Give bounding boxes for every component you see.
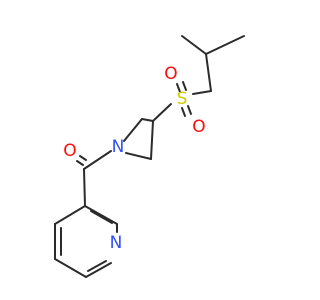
bond bbox=[79, 155, 87, 161]
bond bbox=[123, 118, 143, 142]
atom-label-oxygen-sulfonyl-top: O bbox=[164, 64, 177, 84]
bond bbox=[84, 205, 118, 225]
atom-label-nitrogen-azetidine: N bbox=[112, 137, 125, 157]
bond bbox=[125, 152, 152, 160]
bond bbox=[87, 260, 107, 272]
atom-label-nitrogen-pyridine: N bbox=[110, 233, 123, 253]
bond bbox=[205, 35, 245, 55]
bond bbox=[192, 90, 212, 95]
bond-lines bbox=[54, 35, 245, 278]
bond bbox=[182, 81, 187, 91]
atom-label-sulfur: S bbox=[177, 89, 188, 109]
bond bbox=[205, 53, 212, 92]
bond bbox=[187, 105, 192, 115]
bond bbox=[141, 118, 154, 122]
molecule-structure: O N S O O N bbox=[54, 35, 245, 278]
bond bbox=[83, 150, 112, 170]
atom-label-oxygen-carbonyl: O bbox=[63, 141, 76, 161]
bond bbox=[54, 258, 87, 278]
atom-label-oxygen-sulfonyl-bottom: O bbox=[192, 117, 205, 137]
bond bbox=[181, 107, 186, 117]
bond bbox=[54, 205, 86, 225]
bond bbox=[181, 35, 207, 55]
bond bbox=[152, 103, 172, 122]
bond bbox=[83, 168, 86, 207]
bond bbox=[85, 262, 112, 278]
bond bbox=[90, 210, 113, 224]
bond bbox=[76, 160, 84, 166]
bond bbox=[150, 120, 154, 160]
bond bbox=[176, 83, 181, 93]
